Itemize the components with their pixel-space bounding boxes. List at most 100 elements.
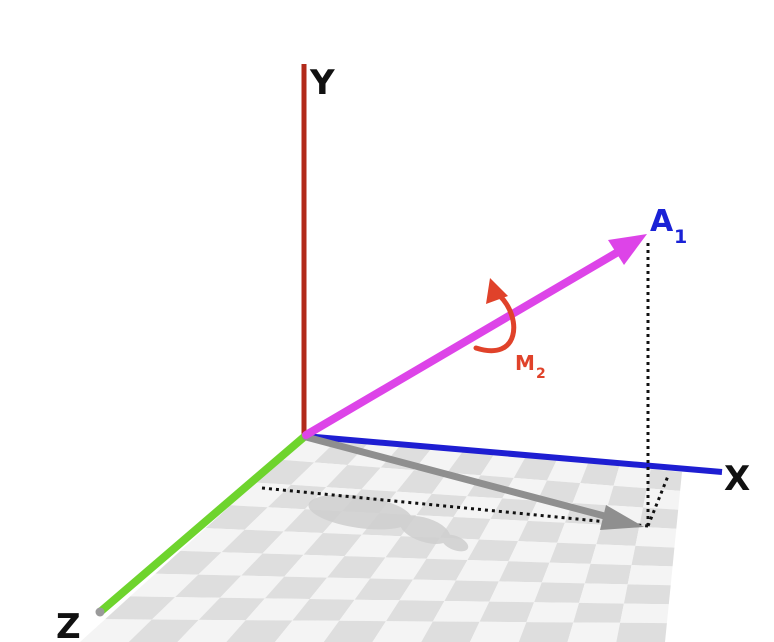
floor-tile — [567, 622, 621, 642]
moment-m2-subscript: 2 — [536, 366, 546, 382]
floor-tile — [447, 451, 494, 476]
floor-tile — [616, 622, 667, 642]
floor-tile — [547, 460, 588, 484]
floor-tile — [399, 579, 456, 601]
floor-tile — [221, 529, 284, 554]
floor-tile — [323, 620, 386, 642]
floor-tile — [326, 465, 381, 490]
floor-tile — [155, 550, 222, 575]
floor-tile — [596, 524, 640, 546]
floor-tile — [354, 578, 413, 601]
floor-tile — [327, 556, 386, 579]
floor-tile — [518, 520, 565, 543]
floor-tile — [177, 619, 246, 642]
floor-tile — [339, 599, 400, 622]
floor-tile — [244, 507, 305, 532]
floor-tile — [267, 484, 327, 510]
floor-tile — [230, 482, 291, 508]
floor-tile — [590, 544, 636, 566]
floor-tile — [255, 459, 315, 485]
floor-tile — [498, 561, 550, 583]
floor-tile — [303, 533, 362, 557]
floor-tile — [549, 542, 597, 564]
floor-tile — [80, 619, 152, 642]
floor-tile — [489, 581, 542, 603]
floor-tile — [292, 599, 355, 621]
z-axis-end-cap — [95, 607, 105, 617]
floor-tile — [639, 507, 679, 529]
floor-tile — [128, 619, 199, 642]
floor-tile — [130, 573, 199, 598]
floor-tile — [584, 563, 632, 585]
projection-arrowhead — [600, 505, 644, 530]
floor-tile — [180, 528, 245, 553]
vector-a1 — [302, 248, 622, 439]
vector-a1-label: A — [650, 204, 674, 239]
floor-tile — [541, 562, 591, 584]
floor-tile — [264, 576, 328, 599]
x-axis-label: X — [724, 459, 750, 499]
floor-shadow — [308, 494, 469, 552]
floor-tile — [518, 622, 574, 642]
floor-tile — [453, 496, 503, 519]
floor-tile — [534, 582, 585, 603]
floor-tile — [643, 488, 681, 510]
vector-a1-subscript: 1 — [674, 226, 687, 248]
floor-tile — [537, 480, 581, 503]
y-axis-label: Y — [309, 63, 335, 103]
floor-tile — [444, 580, 499, 602]
floor-tile — [646, 469, 682, 491]
checkered-floor — [80, 437, 682, 642]
floor-tile — [631, 545, 675, 567]
floor-tile — [480, 454, 526, 478]
x-axis — [303, 433, 723, 475]
floor-tile — [470, 621, 527, 642]
floor-tile — [262, 531, 323, 555]
floor-tile — [370, 557, 427, 580]
moment-m2-arrow — [473, 278, 517, 354]
vector-a1-arrowhead — [608, 234, 647, 265]
floor-tile — [220, 575, 285, 599]
floor-tile — [623, 584, 671, 605]
floor-tile — [627, 565, 673, 586]
floor-tile — [416, 493, 467, 517]
floor-tile — [314, 439, 369, 465]
floor-tile — [513, 457, 557, 481]
floor-tile — [241, 553, 304, 577]
floor-tile — [579, 583, 628, 604]
floor-tile — [607, 485, 647, 508]
floor-tile — [284, 554, 345, 578]
projection-vector — [302, 433, 616, 522]
floor-tile — [490, 498, 538, 521]
floor-tile — [508, 541, 558, 563]
floor-tile — [620, 603, 669, 624]
floor-tile — [479, 518, 528, 542]
floor-tile — [151, 597, 220, 620]
floor-tile — [526, 602, 579, 623]
z-axis — [96, 433, 308, 616]
floor-tile — [205, 505, 268, 530]
floor-tile — [613, 466, 651, 489]
floor-tile — [361, 467, 414, 492]
floor-tile — [309, 577, 371, 600]
floor-tile — [421, 621, 480, 642]
floor-tile — [572, 483, 614, 506]
floor-tile — [226, 620, 293, 642]
floor-tile — [557, 522, 603, 545]
floor-tile — [198, 552, 263, 576]
dotted-floor-line — [646, 475, 670, 527]
floor-tile — [245, 598, 310, 621]
moment-m2-label: M — [515, 351, 535, 375]
floor-tile — [275, 620, 340, 642]
floor-tile — [635, 526, 677, 548]
floor-tile — [467, 539, 519, 562]
dotted-parallel-line — [261, 486, 649, 528]
floor-tile — [291, 462, 348, 488]
floor-tile — [386, 600, 445, 622]
floor-tile — [573, 602, 624, 623]
floor-tile — [198, 597, 265, 621]
floor-tile — [175, 574, 242, 598]
z-axis-label: Z — [56, 607, 81, 642]
floor-tile — [580, 463, 620, 486]
floor-tile — [372, 621, 433, 642]
